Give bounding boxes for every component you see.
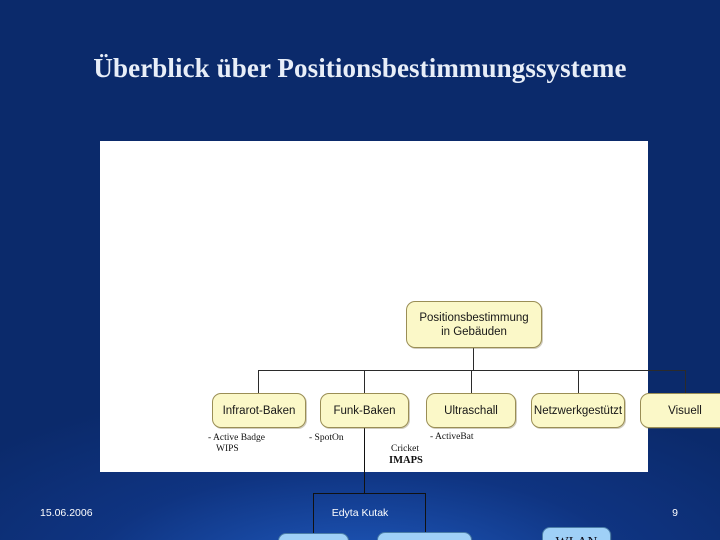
diagram-node-label: Funk-Baken <box>333 404 396 417</box>
annotation-active-badge: - Active Badge <box>208 433 265 443</box>
footer-date: 15.06.2006 <box>40 507 93 519</box>
footer-page-number: 9 <box>672 507 678 519</box>
diagram-node-root: Positionsbestimmung in Gebäuden <box>406 301 542 348</box>
connector-to-rfid <box>313 493 315 534</box>
annotation-activebat: - ActiveBat <box>430 432 474 442</box>
slide-footer: 15.06.2006 Edyta Kutak 9 <box>0 498 720 540</box>
diagram-node-label: Netzwerkgestützt <box>533 404 623 417</box>
connector-to-infrarot <box>258 370 260 394</box>
annotation-cricket: Cricket <box>391 444 419 454</box>
annotation-imaps: IMAPS <box>389 455 423 466</box>
connector-to-ultraschall <box>471 370 473 394</box>
diagram-node-label: Visuell <box>668 404 702 417</box>
connector-to-funk <box>364 370 366 394</box>
diagram-node-infrarot-baken: Infrarot-Baken <box>212 393 306 428</box>
diagram-node-label: Infrarot-Baken <box>222 404 296 417</box>
annotation-spoton: - SpotOn <box>309 433 344 443</box>
diagram-node-label: Ultraschall <box>444 404 498 417</box>
diagram-node-label: WLAN <box>556 535 598 540</box>
diagram-node-wlan: WLAN <box>542 527 611 540</box>
diagram-node-root-line1: Positionsbestimmung <box>419 311 529 324</box>
connector-funk-down <box>364 428 366 493</box>
diagram-node-root-line2: in Gebäuden <box>441 325 507 338</box>
connector-to-visuell <box>685 370 687 394</box>
connector-to-netzwerk <box>578 370 580 394</box>
diagram-node-funk-baken: Funk-Baken <box>320 393 409 428</box>
diagram-node-visuell: Visuell <box>640 393 720 428</box>
diagram-image-panel: Positionsbestimmung in Gebäuden Infrarot… <box>100 141 720 540</box>
connector-to-bluetooth <box>425 493 427 533</box>
diagram-node-ultraschall: Ultraschall <box>426 393 516 428</box>
annotation-wips: WIPS <box>216 444 239 454</box>
footer-author: Edyta Kutak <box>331 507 389 519</box>
diagram-node-netzwerkgestuetzt: Netzwerkgestützt <box>531 393 625 428</box>
connector-root-down <box>473 348 475 371</box>
connector-level3-bus <box>313 493 426 495</box>
page-title: Überblick über Positionsbestimmungssyste… <box>93 53 627 83</box>
